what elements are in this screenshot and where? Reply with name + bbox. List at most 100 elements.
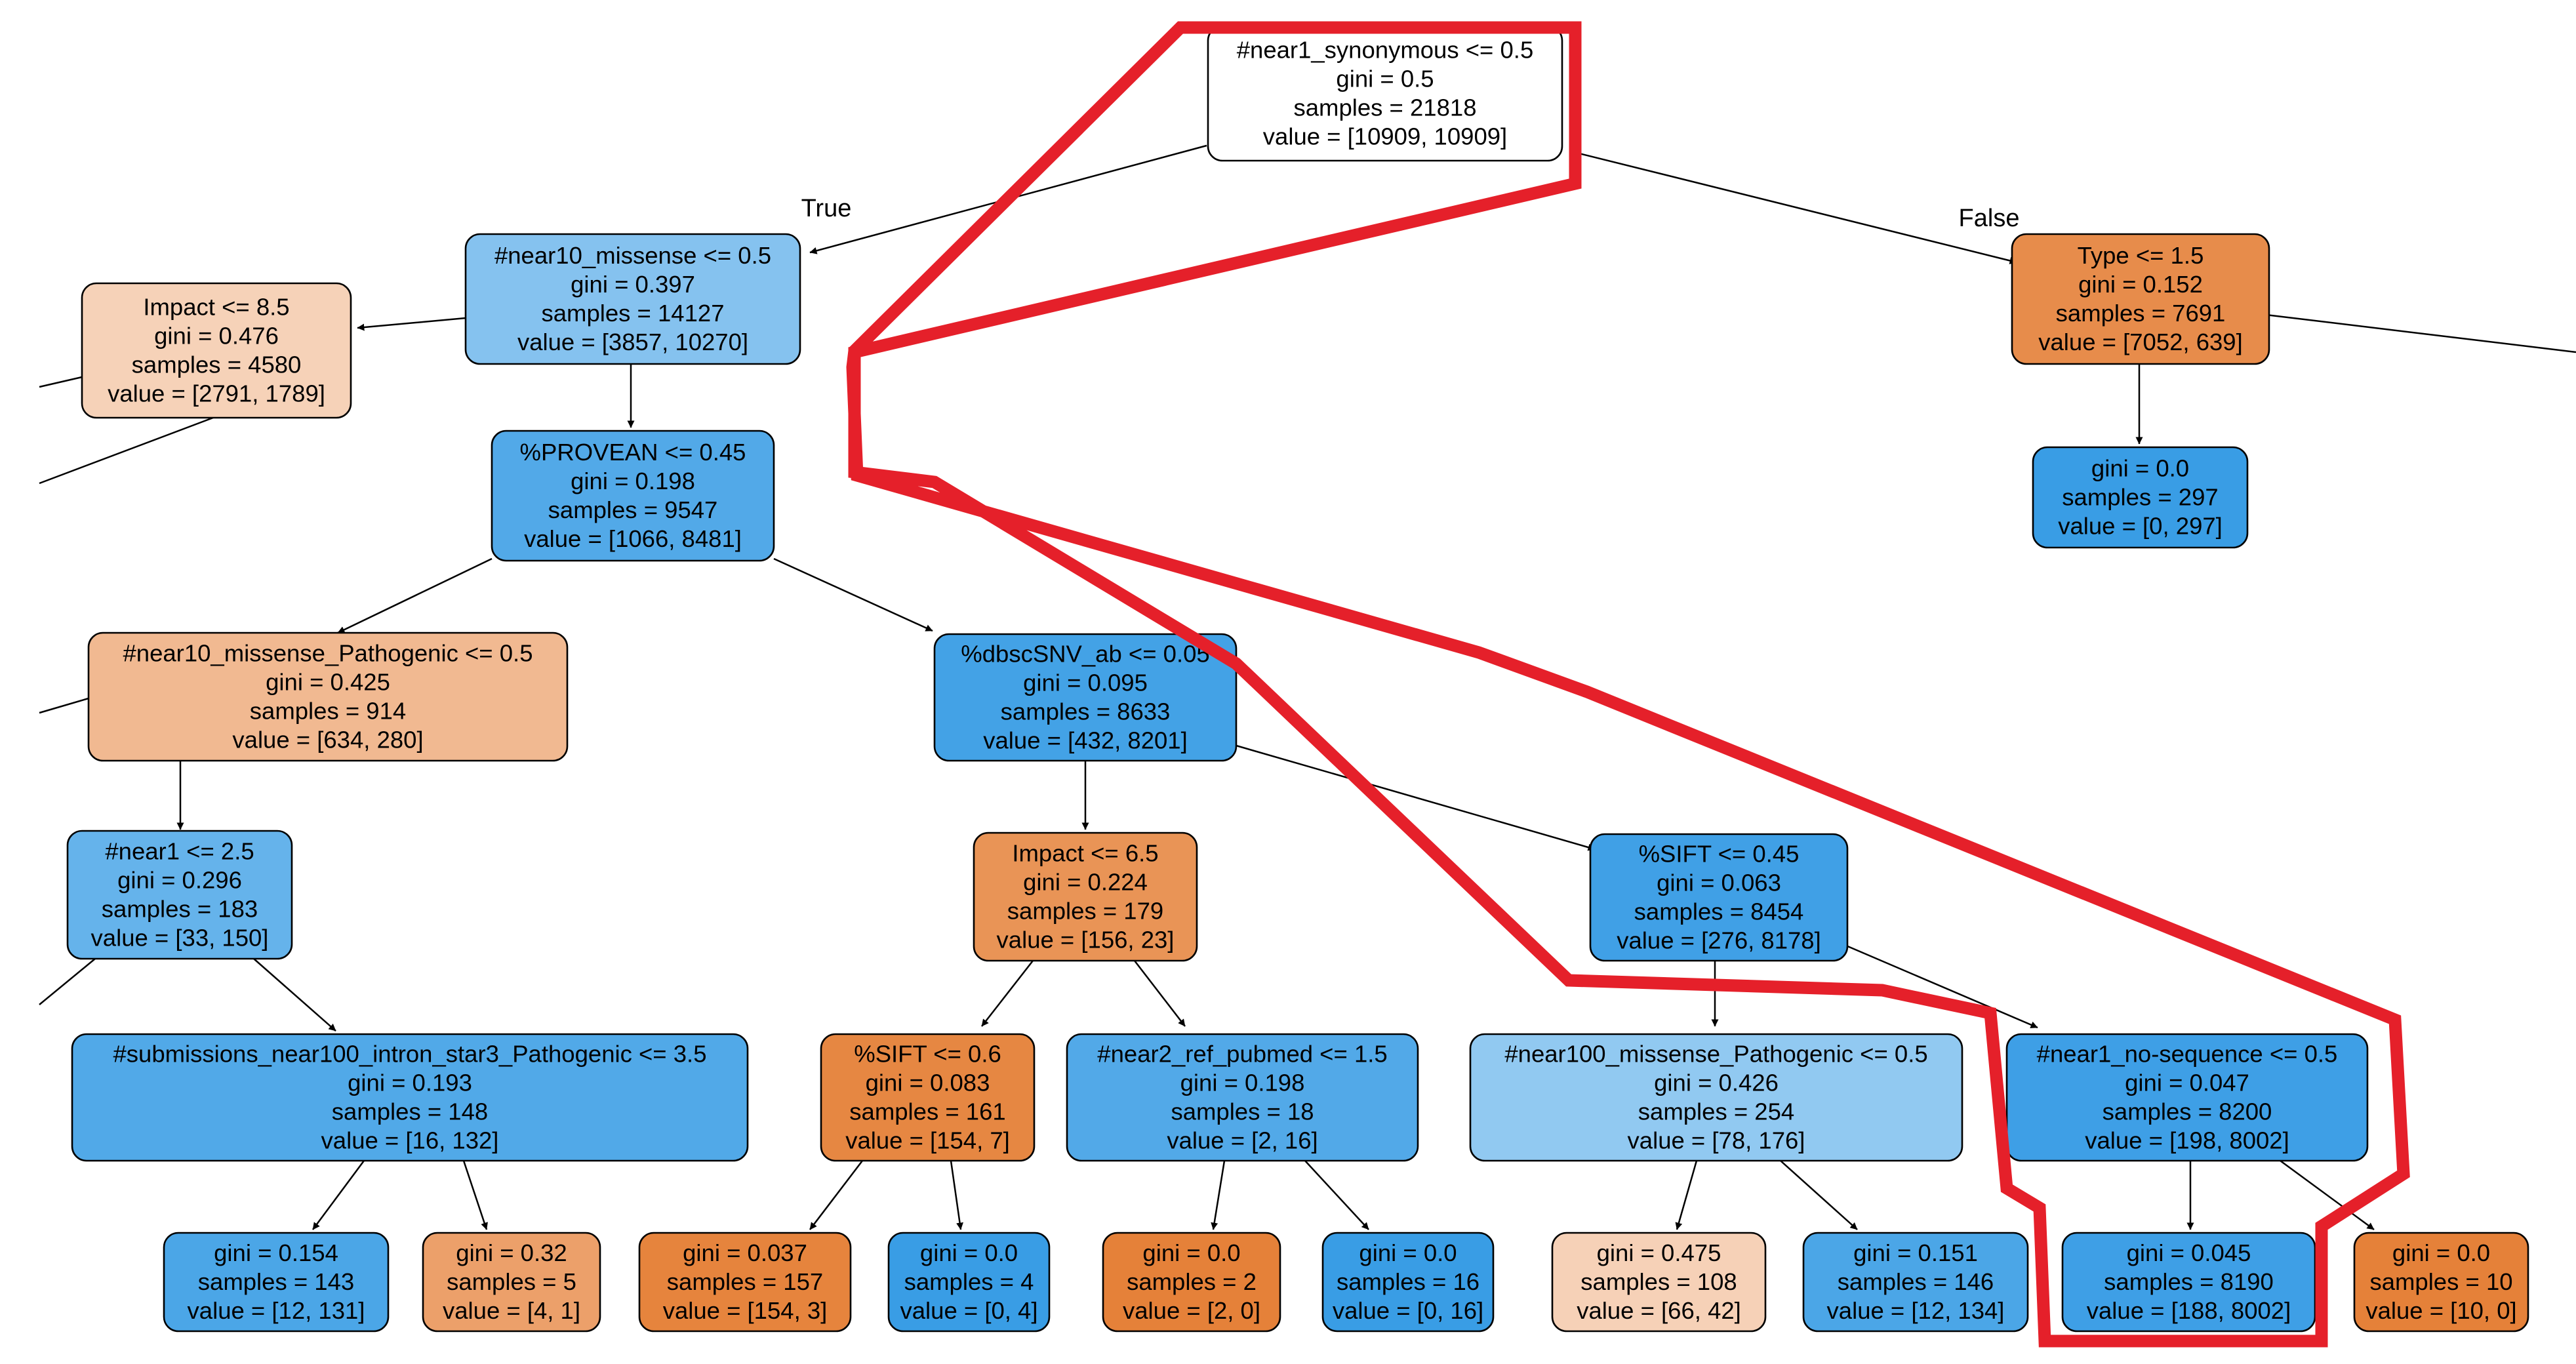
node-line: gini = 0.151 bbox=[1853, 1239, 1978, 1266]
node-line: gini = 0.083 bbox=[866, 1070, 990, 1096]
node-line: gini = 0.095 bbox=[1023, 670, 1148, 696]
node-line: value = [4, 1] bbox=[443, 1297, 580, 1324]
node-line: samples = 8454 bbox=[1634, 898, 1804, 925]
node-line: value = [16, 132] bbox=[321, 1127, 499, 1154]
node-line: %PROVEAN <= 0.45 bbox=[520, 439, 746, 466]
node-line: value = [1066, 8481] bbox=[524, 525, 742, 552]
node-line: gini = 0.193 bbox=[348, 1070, 472, 1096]
node-line: gini = 0.063 bbox=[1657, 870, 1781, 896]
node-line: value = [2, 16] bbox=[1167, 1127, 1318, 1154]
edge-noseq-to-leaf10 bbox=[2280, 1159, 2375, 1231]
node-line: gini = 0.047 bbox=[2125, 1070, 2249, 1096]
node-line: Type <= 1.5 bbox=[2078, 242, 2204, 269]
edge-sift06-to-leaf3 bbox=[809, 1160, 863, 1230]
edge-submissions-to-leaf1 bbox=[312, 1160, 365, 1230]
node-line: value = [188, 8002] bbox=[2087, 1297, 2291, 1324]
node-line: value = [10, 0] bbox=[2365, 1297, 2516, 1324]
node-line: value = [154, 7] bbox=[845, 1127, 1010, 1154]
node-box bbox=[973, 832, 1198, 962]
edge-impact-offscreen-1 bbox=[39, 376, 83, 388]
node-line: gini = 0.0 bbox=[1142, 1239, 1240, 1266]
node-line: samples = 183 bbox=[102, 896, 258, 923]
true-edge-label: True bbox=[801, 195, 852, 222]
node-line: value = [7052, 639] bbox=[2038, 329, 2243, 355]
node-line: samples = 914 bbox=[250, 698, 406, 725]
node-line: samples = 4 bbox=[904, 1268, 1034, 1295]
node-line: %SIFT <= 0.45 bbox=[1639, 841, 1800, 868]
node-box bbox=[820, 1033, 1036, 1162]
node-line: samples = 2 bbox=[1127, 1268, 1257, 1295]
node-box bbox=[1321, 1232, 1495, 1333]
edge-submissions-to-leaf2 bbox=[462, 1160, 488, 1230]
node-line: samples = 18 bbox=[1171, 1098, 1314, 1125]
edge-near10-missense-to-impact bbox=[357, 317, 466, 331]
node-line: gini = 0.0 bbox=[1359, 1239, 1457, 1266]
node-line: gini = 0.224 bbox=[1023, 869, 1148, 896]
node-box bbox=[464, 233, 801, 365]
node-line: value = [33, 150] bbox=[91, 925, 269, 952]
node-line: samples = 7691 bbox=[2056, 300, 2226, 327]
node-box bbox=[1589, 833, 1849, 962]
node-line: samples = 8190 bbox=[2104, 1268, 2274, 1295]
edge-impact-to-sift06 bbox=[981, 960, 1034, 1027]
tree-edges bbox=[39, 144, 2576, 1231]
node-line: gini = 0.425 bbox=[266, 669, 390, 696]
node-line: samples = 21818 bbox=[1293, 94, 1476, 121]
edge-type-offscreen bbox=[2265, 313, 2576, 353]
node-line: gini = 0.397 bbox=[571, 271, 695, 298]
edge-near10-path-offscreen bbox=[39, 697, 89, 714]
node-box bbox=[163, 1232, 390, 1333]
node-line: value = [12, 134] bbox=[1827, 1297, 2005, 1324]
node-line: value = [10909, 10909] bbox=[1263, 123, 1507, 150]
node-line: #near1_synonymous <= 0.5 bbox=[1237, 37, 1534, 64]
node-line: #near2_ref_pubmed <= 1.5 bbox=[1097, 1041, 1387, 1068]
node-line: samples = 9547 bbox=[548, 496, 718, 523]
node-line: value = [156, 23] bbox=[997, 927, 1175, 953]
node-line: #near100_missense_Pathogenic <= 0.5 bbox=[1504, 1041, 1927, 1068]
node-line: #near1 <= 2.5 bbox=[105, 838, 254, 865]
node-box bbox=[71, 1033, 749, 1162]
node-line: value = [2791, 1789] bbox=[108, 380, 325, 407]
node-line: gini = 0.0 bbox=[920, 1239, 1018, 1266]
node-line: samples = 143 bbox=[198, 1268, 354, 1295]
node-box bbox=[2011, 233, 2270, 365]
node-line: samples = 146 bbox=[1838, 1268, 1994, 1295]
node-line: value = [432, 8201] bbox=[983, 727, 1188, 754]
node-line: samples = 179 bbox=[1007, 898, 1163, 925]
node-line: gini = 0.198 bbox=[571, 468, 695, 494]
edge-near100-to-leaf7 bbox=[1675, 1160, 1698, 1230]
node-line: samples = 108 bbox=[1580, 1268, 1737, 1295]
node-box bbox=[638, 1232, 852, 1333]
node-box bbox=[1469, 1033, 1963, 1162]
node-line: value = [78, 176] bbox=[1628, 1127, 1805, 1154]
node-line: value = [198, 8002] bbox=[2085, 1127, 2289, 1154]
node-line: gini = 0.32 bbox=[456, 1239, 567, 1266]
edge-near1-offscreen bbox=[39, 958, 96, 1005]
node-box bbox=[2061, 1232, 2316, 1333]
node-box bbox=[1802, 1232, 2029, 1333]
node-line: %dbscSNV_ab <= 0.05 bbox=[961, 641, 1209, 668]
edge-sift045-to-noseq bbox=[1845, 944, 2038, 1029]
node-line: gini = 0.045 bbox=[2127, 1239, 2251, 1266]
node-line: gini = 0.037 bbox=[683, 1239, 807, 1266]
node-line: value = [0, 16] bbox=[1333, 1297, 1483, 1324]
node-line: gini = 0.152 bbox=[2078, 271, 2203, 298]
node-line: value = [276, 8178] bbox=[1617, 927, 1821, 954]
node-line: gini = 0.426 bbox=[1654, 1070, 1779, 1096]
node-line: gini = 0.475 bbox=[1597, 1239, 1721, 1266]
node-line: #near10_missense_Pathogenic <= 0.5 bbox=[123, 640, 533, 667]
tree-node-n-submissions: #submissions_near100_intron_star3_Pathog… bbox=[71, 1033, 749, 1162]
node-line: gini = 0.5 bbox=[1336, 66, 1434, 92]
node-line: Impact <= 6.5 bbox=[1012, 840, 1158, 867]
